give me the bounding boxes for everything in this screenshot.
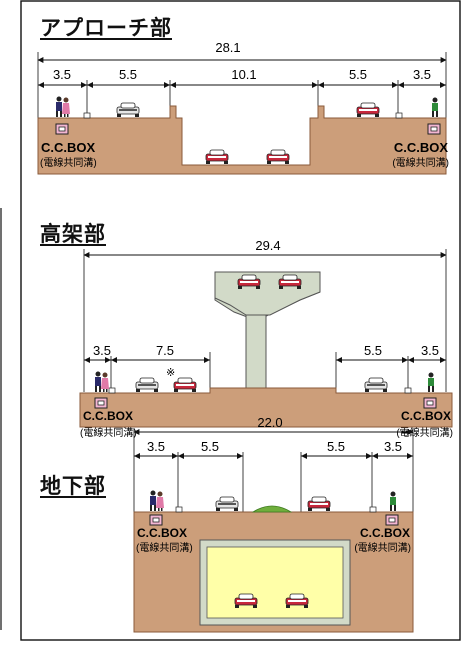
tunnel-inner [206,546,344,619]
ccbox-sublabel-right: (電線共同溝) [392,156,449,169]
underground-width-2: 5.5 [201,439,219,454]
car-icon [307,496,331,512]
car-icon [266,149,290,165]
underground-total-width: 22.0 [257,415,282,430]
approach-width-1: 3.5 [53,67,71,82]
car-icon [205,149,229,165]
pedestrians-icon [95,371,109,392]
ccbox-sublabel-left: (電線共同溝) [40,156,97,169]
ccbox-sublabel-right: (電線共同溝) [354,541,411,554]
car-icon [135,377,159,393]
underground-width-1: 3.5 [147,439,165,454]
approach-width-3: 10.1 [231,67,256,82]
pedestrians-icon [56,96,70,117]
cable-box-icon [94,397,108,409]
note-mark: ※ [166,367,175,379]
approach-width-5: 3.5 [413,67,431,82]
underground-width-4: 3.5 [384,439,402,454]
ccbox-sublabel-left: (電線共同溝) [136,541,193,554]
car-icon [173,377,197,393]
pedestrian-icon [432,97,438,117]
car-icon [215,496,239,512]
ccbox-label-left: C.C.BOX [137,526,187,540]
ccbox-label-left: C.C.BOX [41,140,96,155]
underground-section: 22.0 3.5 5.5 5.5 3.5 C.C.BOX (電線共同溝) [133,415,414,633]
elevated-width-right-1: 5.5 [364,343,382,358]
elevated-width-left-1: 3.5 [93,343,111,358]
underground-title: 地下部 [40,474,106,498]
cable-box-icon [427,123,441,135]
ccbox-label-right: C.C.BOX [394,140,449,155]
elevated-width-right-2: 3.5 [421,343,439,358]
pedestrian-icon [390,491,396,511]
car-icon [116,102,140,118]
ccbox-label-left: C.C.BOX [83,409,133,423]
elevated-ground [79,387,453,428]
car-icon [364,377,388,393]
cable-box-icon [149,514,163,526]
cable-box-icon [423,397,437,409]
approach-ground [37,105,447,175]
ccbox-label-right: C.C.BOX [360,526,410,540]
cable-box-icon [55,123,69,135]
outer-border [20,0,461,641]
cable-box-icon [385,514,399,526]
ccbox-sublabel-left: (電線共同溝) [80,426,137,439]
elevated-section: 29.4 3.5 7.5 5.5 3.5 ※ C.C.BOX [79,238,453,439]
elevated-width-left-2: 7.5 [156,343,174,358]
underground-width-3: 5.5 [327,439,345,454]
pedestrians-icon [150,490,164,511]
approach-total-width: 28.1 [215,40,240,55]
approach-title: アプローチ部 [40,16,172,40]
elevated-title: 高架部 [40,222,106,246]
approach-section: 28.1 3.5 5.5 10.1 5.5 3.5 C.C.BOX (電線共同溝… [37,40,449,175]
approach-width-4: 5.5 [349,67,367,82]
car-icon [356,102,380,118]
elevated-total-width: 29.4 [255,238,280,253]
approach-width-2: 5.5 [119,67,137,82]
pedestrian-icon [428,372,434,392]
median-planting [251,505,293,513]
ccbox-label-right: C.C.BOX [401,409,451,423]
